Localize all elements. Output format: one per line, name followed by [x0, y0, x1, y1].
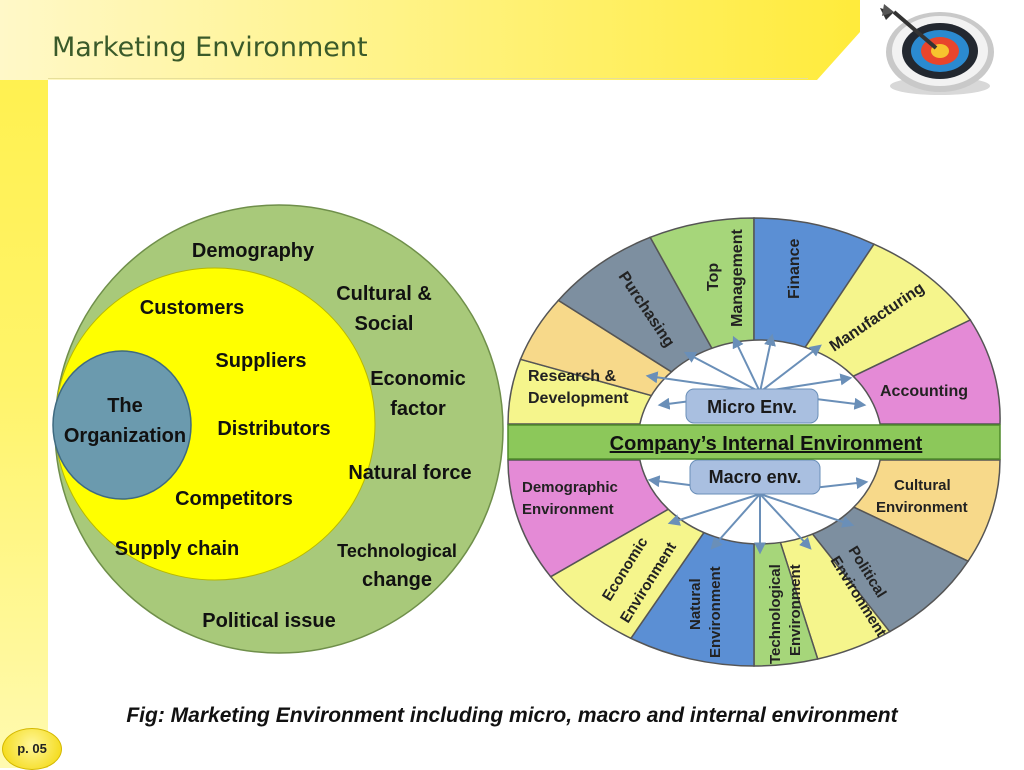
- segment-top-line1: Top: [705, 263, 722, 291]
- segment-finance: Finance: [786, 238, 803, 299]
- label-cultural-line2: Social: [355, 313, 414, 335]
- organization-circle: [52, 350, 192, 500]
- segment-research-line2: Development: [528, 390, 629, 407]
- page-number: p. 05: [17, 741, 47, 756]
- background-yellow-strip: [0, 0, 48, 768]
- segment-cultural-line2: Environment: [876, 499, 968, 516]
- org-label-line1: The: [107, 395, 143, 417]
- macro-env-box: [689, 459, 821, 495]
- segment-top-line2: Management: [729, 229, 746, 327]
- label-competitors: Competitors: [175, 488, 293, 510]
- micro-env-box: [685, 388, 819, 424]
- label-demography: Demography: [192, 240, 315, 262]
- org-label-line2: Organization: [64, 425, 186, 447]
- segment-natural-line1: Natural: [687, 578, 704, 630]
- title-divider: [48, 78, 808, 79]
- label-economic-line1: Economic: [370, 368, 466, 390]
- marketing-environment-diagram: The Organization Customers Suppliers Dis…: [52, 204, 1001, 667]
- slide-title: Marketing Environment: [52, 32, 368, 63]
- label-distributors: Distributors: [217, 418, 330, 440]
- label-political-issue: Political issue: [202, 610, 335, 632]
- micro-env-title: Micro Env.: [707, 397, 797, 417]
- label-suppliers: Suppliers: [215, 350, 306, 372]
- figure-caption: Fig: Marketing Environment including mic…: [126, 704, 898, 727]
- macro-env-title: Macro env.: [709, 467, 802, 487]
- label-supply-chain: Supply chain: [115, 538, 239, 560]
- left-diagram: The Organization Customers Suppliers Dis…: [52, 204, 504, 654]
- segment-natural-line2: Environment: [707, 566, 724, 658]
- segment-demographic-line2: Environment: [522, 501, 614, 518]
- right-diagram: Micro Env. Macro env. Company’s Internal…: [507, 217, 1001, 667]
- target-dart-icon: [880, 4, 994, 95]
- segment-technological-line1: Technological: [767, 564, 784, 664]
- page-number-badge: p. 05: [2, 728, 62, 770]
- segment-accounting: Accounting: [880, 383, 968, 400]
- label-technological-line1: Technological: [337, 541, 457, 561]
- label-technological-line2: change: [362, 569, 432, 591]
- label-economic-line2: factor: [390, 398, 446, 420]
- segment-cultural-line1: Cultural: [894, 477, 951, 494]
- label-natural-force: Natural force: [348, 462, 471, 484]
- label-customers: Customers: [140, 297, 244, 319]
- segment-technological-line2: Environment: [787, 564, 804, 656]
- internal-environment-label: Company’s Internal Environment: [610, 433, 923, 455]
- title-banner: [0, 0, 860, 80]
- internal-environment-bar: [507, 424, 1001, 460]
- segment-research-line1: Research &: [528, 368, 616, 385]
- segment-demographic-line1: Demographic: [522, 479, 618, 496]
- label-cultural-line1: Cultural &: [336, 283, 432, 305]
